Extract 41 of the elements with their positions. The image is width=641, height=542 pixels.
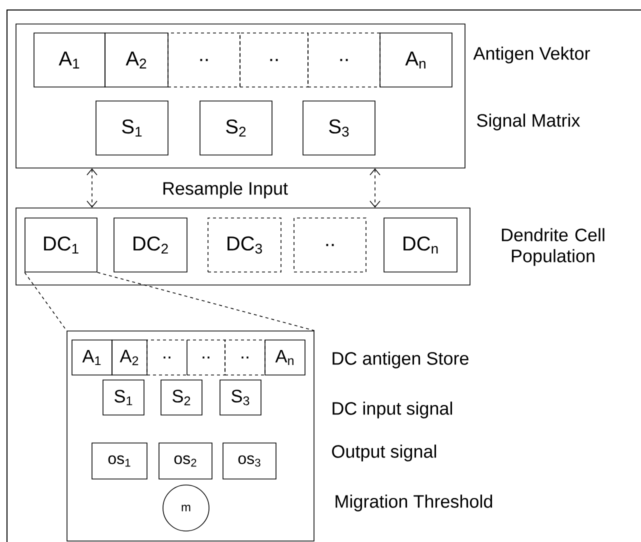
row-label: Antigen Vektor	[473, 46, 590, 64]
double-arrow	[370, 168, 380, 208]
cell-box: ..	[240, 32, 308, 88]
cell-box: ..	[168, 32, 240, 88]
cell-box: A$_{1}$	[72, 340, 112, 376]
row-label: DC input signal	[332, 402, 452, 418]
row-label: Signal Matrix	[477, 114, 580, 130]
row-label: Dendrite Cell Population	[502, 228, 604, 266]
cell-box: os$_{3}$	[222, 442, 276, 480]
cell-box: ..	[308, 32, 380, 88]
cell-box: ..	[186, 340, 226, 376]
cell-box: DC$_{1}$	[24, 218, 98, 272]
row-label: Output signal	[332, 444, 436, 462]
cell-box: ..	[146, 340, 188, 376]
zoom-line	[97, 272, 315, 331]
cell-box: A$_{2}$	[112, 340, 148, 376]
cell-box: A$_{n}$	[264, 340, 306, 376]
cell-box: A$_{1}$	[34, 32, 106, 88]
double-arrow	[86, 168, 98, 208]
cell-box: S$_{3}$	[302, 100, 376, 156]
cell-box: os$_{1}$	[92, 442, 148, 480]
cell-box: A$_{2}$	[104, 32, 168, 88]
cell-box: DC$_{n}$	[384, 218, 458, 272]
cell-box: S$_{1}$	[102, 380, 144, 416]
cell-box: S$_{3}$	[220, 380, 262, 416]
cell-box: A$_{n}$	[380, 32, 452, 88]
cell-box: S$_{2}$	[200, 100, 272, 156]
cell-box: ..	[224, 340, 266, 376]
panel-box	[16, 208, 470, 286]
row-label: DC antigen Store	[332, 352, 468, 368]
cell-box: DC$_{2}$	[114, 218, 188, 272]
row-label: Migration Threshold	[336, 494, 492, 512]
cell-box: S$_{2}$	[160, 380, 202, 416]
cell-box: os$_{2}$	[158, 442, 212, 480]
zoom-line	[24, 272, 67, 331]
cell-box: DC$_{3}$	[208, 218, 282, 272]
detail-box	[66, 330, 314, 542]
panel-box	[16, 24, 466, 168]
resample-label: Resample Input	[163, 182, 288, 198]
cell-box: ..	[294, 218, 366, 272]
cell-box: S$_{1}$	[96, 100, 168, 156]
